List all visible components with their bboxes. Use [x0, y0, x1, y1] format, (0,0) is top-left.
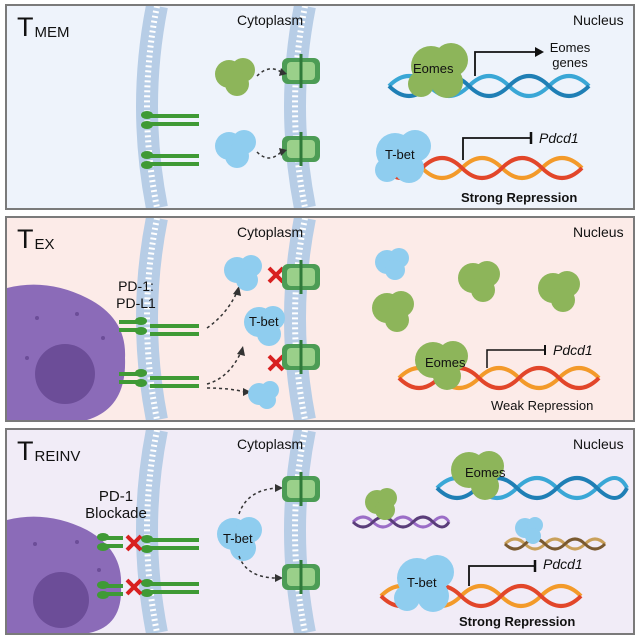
- tbet-cyto-label: T-bet: [223, 531, 253, 546]
- nuclear-pore: [282, 340, 320, 374]
- panel-treinv-graphics: [7, 430, 629, 633]
- tbet-protein-cytoplasm: [215, 130, 256, 168]
- nucleus-label: Nucleus: [573, 224, 624, 240]
- panel-tex-graphics: [7, 218, 601, 420]
- pdcd1-label: Pdcd1: [539, 130, 579, 146]
- import-arrow: [256, 68, 282, 77]
- tbet-protein-nucleus: [515, 517, 543, 544]
- pdcd1-label: Pdcd1: [553, 342, 593, 358]
- repression-label: Weak Repression: [491, 398, 594, 413]
- eomes-label: Eomes: [465, 465, 506, 480]
- outer-membrane: [136, 430, 168, 633]
- panel-title: TMEM: [17, 12, 70, 42]
- panel-title: TEX: [17, 224, 55, 254]
- import-arrow: [238, 555, 278, 579]
- nuclear-pore: [282, 472, 320, 506]
- eomes-protein-nucleus: [458, 261, 500, 302]
- import-arrow: [238, 487, 278, 515]
- tbet-protein-nucleus: [375, 130, 431, 183]
- tumor-cell: [7, 516, 122, 633]
- repression-label: Strong Repression: [461, 190, 578, 205]
- repression-symbol: [486, 349, 545, 368]
- inner-membrane: [284, 6, 316, 208]
- block-x: [267, 354, 285, 372]
- pd1-receptor: [141, 111, 199, 129]
- dna-small: [351, 515, 451, 529]
- outer-membrane: [136, 6, 168, 208]
- panel-tex: TEX Cytoplasm Nucleus PD-1: PD-L1 T-bet …: [5, 216, 635, 422]
- pd1-pdl1-complex: [119, 317, 199, 336]
- eomes-label: Eomes: [413, 61, 454, 76]
- outer-membrane: [136, 218, 168, 420]
- block-x: [125, 534, 143, 552]
- signal-arrow: [206, 387, 246, 393]
- pd1-receptor: [141, 579, 199, 597]
- activation-arrow: [474, 51, 535, 76]
- tbet-protein-cytoplasm: [244, 306, 285, 346]
- pd1-receptor: [141, 151, 199, 169]
- eomes-protein-nucleus: [365, 488, 397, 520]
- nucleus-label: Nucleus: [573, 436, 624, 452]
- tbet-protein-nucleus: [394, 555, 454, 612]
- dna-small: [503, 537, 607, 551]
- repression-label: Strong Repression: [459, 614, 576, 629]
- panel-treinv: TREINV Cytoplasm Nucleus PD-1 Blockade T…: [5, 428, 635, 635]
- pd1-receptor: [141, 535, 199, 553]
- pdl1-ligand: [97, 533, 123, 551]
- cytoplasm-label: Cytoplasm: [237, 12, 304, 28]
- pd1-pdl1-label: PD-1: PD-L1: [116, 278, 156, 311]
- inner-membrane: [284, 218, 316, 420]
- eomes-protein-cytoplasm: [215, 58, 255, 96]
- pdcd1-label: Pdcd1: [543, 556, 583, 572]
- tbet-protein-cytoplasm: [248, 381, 279, 409]
- eomes-protein-nucleus: [538, 271, 580, 312]
- tbet-cyto-label: T-bet: [249, 314, 279, 329]
- repression-symbol: [462, 137, 531, 160]
- tbet-protein-nucleus: [375, 248, 409, 280]
- panel-tmem: TMEM Cytoplasm Nucleus Eomes Eomes genes…: [5, 4, 635, 210]
- tumor-cell: [7, 284, 126, 420]
- eomes-protein-nucleus: [408, 43, 468, 98]
- eomes-protein-nucleus: [451, 451, 504, 500]
- signal-arrow: [206, 291, 238, 329]
- panel-title: TREINV: [17, 436, 81, 466]
- nuclear-pore: [282, 260, 320, 294]
- block-x: [125, 578, 143, 596]
- eomes-genes-label: Eomes genes: [549, 40, 591, 70]
- inner-membrane: [284, 430, 316, 633]
- import-arrow: [256, 151, 282, 159]
- tbet-label: T-bet: [407, 575, 437, 590]
- eomes-protein-nucleus: [372, 291, 414, 332]
- eomes-protein-bound: [415, 341, 468, 390]
- tbet-protein-cytoplasm: [224, 255, 262, 291]
- cytoplasm-label: Cytoplasm: [237, 436, 304, 452]
- pdl1-ligand: [97, 581, 123, 599]
- nuclear-pore: [282, 560, 320, 594]
- nuclear-pore: [282, 132, 320, 166]
- pd1-blockade-label: PD-1 Blockade: [85, 488, 147, 522]
- repression-symbol: [468, 565, 535, 586]
- nuclear-pore: [282, 54, 320, 88]
- tbet-protein-cytoplasm: [217, 517, 262, 561]
- eomes-label: Eomes: [425, 355, 466, 370]
- nucleus-label: Nucleus: [573, 12, 624, 28]
- cytoplasm-label: Cytoplasm: [237, 224, 304, 240]
- block-x: [267, 266, 285, 284]
- pd1-pdl1-complex: [119, 369, 199, 388]
- panel-tmem-graphics: [136, 6, 591, 208]
- signal-arrow: [206, 351, 242, 385]
- tbet-label: T-bet: [385, 147, 415, 162]
